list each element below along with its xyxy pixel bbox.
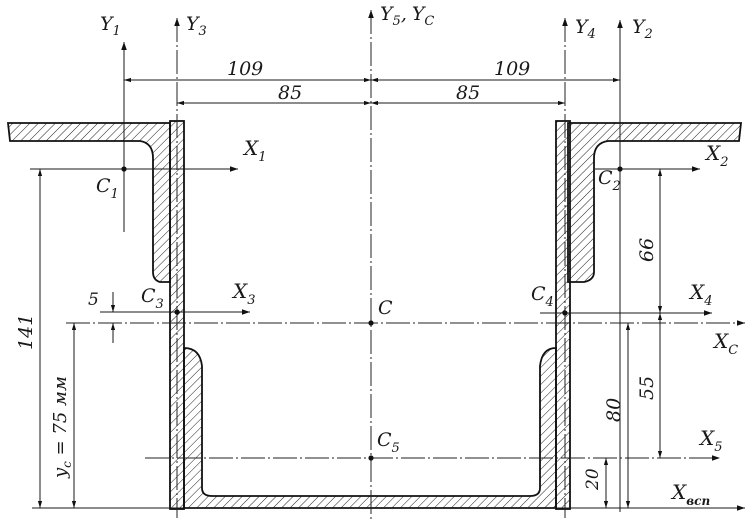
dim-label-5: 5 [88,290,99,310]
dim-label-66: 66 [636,238,658,262]
label-c3: C3 [141,285,164,312]
dim-5 [104,292,125,343]
label-x4: X4 [688,280,713,309]
label-y5-yc: Y5,YC [380,3,434,29]
point-c3 [174,309,180,315]
point-c [368,320,374,326]
dim-label-85-right: 85 [456,82,480,104]
label-c2: C2 [598,167,621,194]
dim-label-yc-75: yc = 75 мм [50,376,74,479]
label-c4: C4 [531,283,554,310]
point-c1 [121,166,127,172]
dim-label-80: 80 [603,398,625,422]
dim-label-109-right: 109 [494,58,530,80]
point-c5 [368,455,374,461]
left-top-angle [6,122,171,283]
dim-label-20: 20 [583,468,603,491]
label-x3: X3 [231,279,256,308]
label-y1: Y1 [100,13,121,39]
label-y2: Y2 [632,16,653,42]
label-c: C [378,297,393,319]
right-vertical-plate [555,120,571,510]
dim-label-141: 141 [15,314,37,350]
right-top-angle [567,122,743,283]
dim-66 [620,168,668,313]
centroid-points [121,166,623,461]
point-c4 [562,310,568,316]
bottom-channel [183,347,557,509]
dim-label-85-left: 85 [278,82,302,104]
dim-label-55: 55 [636,376,658,400]
label-xc: XC [712,329,738,358]
label-y3: Y3 [186,13,207,39]
label-c1: C1 [96,175,119,202]
label-x2: X2 [704,141,729,170]
label-c5: C5 [377,429,400,456]
label-y4: Y4 [575,16,596,42]
label-x1: X1 [242,136,267,165]
dim-label-109-left: 109 [227,58,263,80]
label-x5: X5 [698,426,723,455]
label-xvsp: Xвсп [670,480,710,508]
